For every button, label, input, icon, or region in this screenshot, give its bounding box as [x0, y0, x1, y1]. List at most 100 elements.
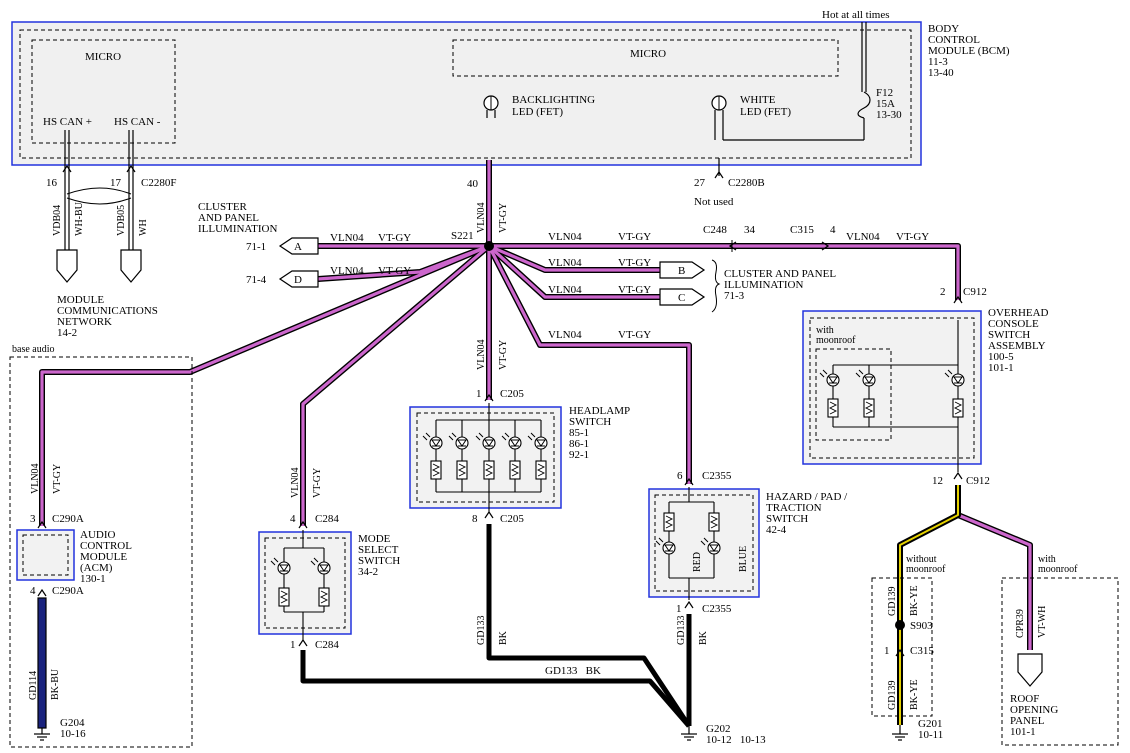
- headlamp-2-led-icon: [482, 436, 496, 450]
- acm-box: [16, 529, 75, 581]
- headlamp-0-diode-mark: [431, 439, 441, 447]
- pin-16: 16: [46, 177, 58, 189]
- ground-g204-icon: [34, 728, 50, 741]
- overhead-label-6: 101-1: [988, 362, 1014, 374]
- network-label-2: COMMUNICATIONS: [57, 305, 158, 317]
- overhead-2-led-icon: [951, 373, 965, 387]
- mode-0-diode-mark: [279, 564, 289, 572]
- wire-vdb05: VDB05: [116, 205, 127, 236]
- audio-pin-4: 4: [30, 585, 36, 597]
- cluster-right-brace: [711, 259, 721, 313]
- overhead-label-5: 100-5: [988, 351, 1014, 363]
- overhead-2-light-rays: [944, 369, 953, 378]
- headlamp-gd133: GD133: [476, 616, 487, 645]
- roof-bkye-bottom: BK-YE: [909, 679, 920, 710]
- mode-label-4: 34-2: [358, 566, 378, 578]
- mode-0-light-rays: [270, 557, 279, 566]
- acm-dashed: [22, 534, 69, 576]
- component-glyphs: [270, 369, 965, 607]
- without-moonroof-2: moonroof: [906, 564, 946, 575]
- connector-d-icon: [278, 270, 319, 288]
- audio-wire-color: VT-GY: [52, 464, 63, 494]
- hazard-blue-label: BLUE: [738, 546, 749, 572]
- headlamp-c205-bottom: C205: [500, 513, 524, 525]
- hazard-blue-diode-mark: [709, 544, 719, 552]
- violet-wire-group: [39, 160, 1033, 650]
- roof-bkye-top: BK-YE: [909, 585, 920, 616]
- wire-headlamp-circuit: VLN04: [476, 339, 487, 370]
- violet-wire-s221-to-top-right: [489, 244, 960, 300]
- backlighting-label-2: LED (FET): [512, 106, 563, 118]
- headlamp-0-resistor-icon: [430, 460, 442, 480]
- roof-panel-dashed: [1001, 577, 1119, 746]
- white-led-label-2: LED (FET): [740, 106, 791, 118]
- roof-with-moonroof-1: with: [1038, 554, 1056, 565]
- not-used-label: Not used: [694, 196, 734, 208]
- network-connector-icon-1: [56, 249, 78, 283]
- headlamp-3-resistor-zigzag: [510, 463, 520, 477]
- overhead-2-resistor-icon: [952, 398, 964, 418]
- micro-left-label: MICRO: [85, 51, 121, 63]
- wire-vdb04: VDB04: [52, 205, 63, 236]
- roof-vtwh: VT-WH: [1037, 606, 1048, 638]
- splice-s903-icon: [895, 620, 905, 630]
- ground-wires: [300, 524, 692, 728]
- overhead-0-diode-mark: [828, 376, 838, 384]
- overhead-moonroof-dashed: [815, 348, 892, 441]
- hazard-switch-dashed: [654, 494, 754, 592]
- wire-a-color: VT-GY: [378, 232, 411, 244]
- splice-s903-label: S903: [910, 620, 933, 632]
- mode-1-resistor-zigzag: [319, 590, 329, 604]
- connector-b-icon: [659, 261, 706, 279]
- g202-refs: 10-12 10-13: [706, 734, 766, 746]
- overhead-console-box: [802, 310, 982, 465]
- wire-b-circuit: VLN04: [548, 257, 582, 269]
- mode-label-3: SWITCH: [358, 555, 400, 567]
- wire-top-color: VT-GY: [618, 231, 651, 243]
- headlamp-label-2: SWITCH: [569, 416, 611, 428]
- headlamp-2-light-rays: [475, 432, 484, 441]
- cluster-label-2: AND PANEL: [198, 212, 259, 224]
- audio-bkbu: BK-BU: [50, 668, 61, 700]
- bcm-title-2: CONTROL: [928, 34, 980, 46]
- hazard-label-3: SWITCH: [766, 513, 808, 525]
- connector-c-icon: [659, 288, 706, 306]
- micro-right-box: [452, 39, 839, 77]
- mode-0-resistor-zigzag: [279, 590, 289, 604]
- headlamp-4-resistor-zigzag: [536, 463, 546, 477]
- connector-a-icon: [278, 237, 319, 255]
- mode-switch-dashed: [264, 537, 346, 629]
- violet-wire-s221-to-c: [487, 244, 660, 299]
- acm-label-2: CONTROL: [80, 540, 132, 552]
- bcm-pin40-arrow-text: VLN04: [476, 202, 487, 233]
- hazard-left-resistor-icon: [663, 512, 675, 532]
- mode-switch-box: [258, 531, 352, 635]
- acm-label-1: AUDIO: [80, 529, 115, 541]
- overhead-with-moonroof-2: moonroof: [816, 335, 856, 346]
- headlamp-switch-box: [409, 406, 562, 509]
- violet-wire-s221-to-audio: [40, 244, 490, 526]
- g204-ref: 10-16: [60, 728, 86, 740]
- headlamp-4-diode-mark: [536, 439, 546, 447]
- connector-d-label: D: [294, 274, 302, 286]
- mode-wire-circuit: VLN04: [290, 467, 301, 498]
- audio-pin-3: 3: [30, 513, 36, 525]
- hazard-label-1: HAZARD / PAD /: [766, 491, 848, 503]
- headlamp-3-light-rays: [501, 432, 510, 441]
- hot-at-all-times-label: Hot at all times: [822, 9, 890, 21]
- headlamp-c205-top: C205: [500, 388, 524, 400]
- headlamp-4-resistor-icon: [535, 460, 547, 480]
- roof-c315: C315: [910, 645, 934, 657]
- bcm-title-5: 13-40: [928, 67, 954, 79]
- headlamp-pin-8: 8: [472, 513, 478, 525]
- ground-g201-icon: [892, 725, 908, 741]
- mode-label-2: SELECT: [358, 544, 399, 556]
- hazard-red-diode-mark: [664, 544, 674, 552]
- headlamp-2-resistor-zigzag: [484, 463, 494, 477]
- headlamp-1-resistor-icon: [456, 460, 468, 480]
- connector-c2280f: C2280F: [141, 177, 176, 189]
- network-label-1: MODULE: [57, 294, 104, 306]
- micro-right-label: MICRO: [630, 48, 666, 60]
- roof-panel-label-4: 101-1: [1010, 726, 1036, 738]
